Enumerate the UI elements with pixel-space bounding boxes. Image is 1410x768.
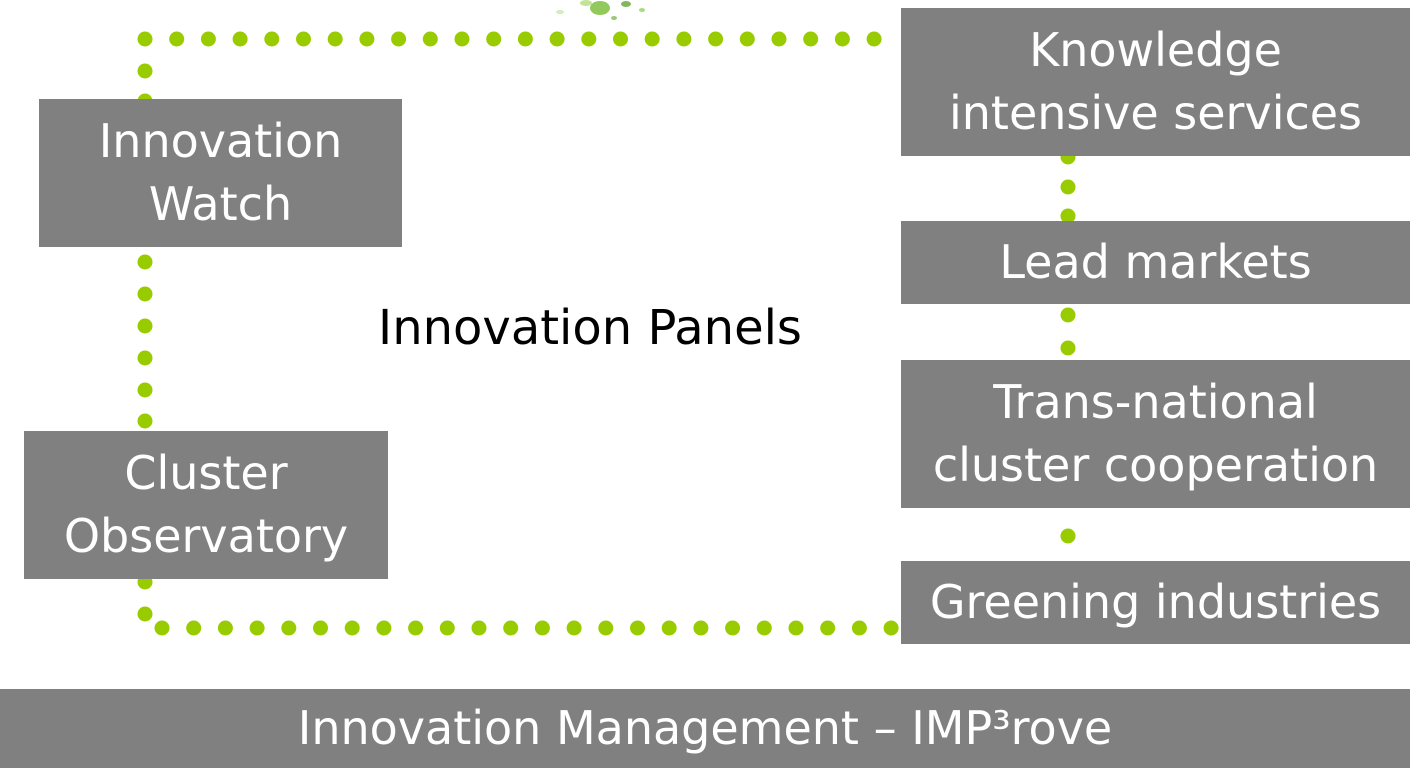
connector-dot bbox=[137, 63, 153, 79]
connector-dot bbox=[186, 620, 202, 636]
connector-dot bbox=[1060, 179, 1076, 195]
connector-dot bbox=[359, 31, 375, 47]
connector-dot bbox=[661, 620, 677, 636]
connector-dot bbox=[249, 620, 265, 636]
connector-dot bbox=[486, 31, 502, 47]
connector-dot bbox=[834, 31, 850, 47]
cluster-observatory-line2: Observatory bbox=[63, 509, 349, 563]
connector-dot bbox=[296, 31, 311, 47]
connector-dot bbox=[137, 350, 153, 366]
connector-dot bbox=[454, 31, 470, 47]
connector-dot bbox=[439, 620, 455, 636]
connector-dot bbox=[534, 620, 550, 636]
knowledge-intensive-services-line1: Knowledge bbox=[1029, 23, 1282, 77]
connector-dot bbox=[644, 31, 660, 47]
connector-dot bbox=[549, 31, 565, 47]
connector-dot bbox=[422, 31, 438, 47]
cluster-observatory-box: Cluster Observatory bbox=[24, 431, 388, 579]
connector-dot bbox=[866, 31, 882, 47]
connector-dot bbox=[788, 620, 804, 636]
greening-industries-box: Greening industries bbox=[901, 561, 1410, 644]
knowledge-intensive-services-line2: intensive services bbox=[948, 86, 1363, 140]
connector-dot bbox=[517, 31, 533, 47]
connector-dot bbox=[503, 620, 519, 636]
connector-dot bbox=[851, 620, 867, 636]
connector-dot bbox=[281, 620, 297, 636]
innovation-watch-line2: Watch bbox=[148, 177, 293, 231]
trans-national-cluster-cooperation-box: Trans-national cluster cooperation bbox=[901, 360, 1410, 508]
connector-dot bbox=[137, 31, 153, 47]
connector-dot bbox=[613, 31, 628, 47]
connector-dot bbox=[630, 620, 645, 636]
connector-dot bbox=[137, 413, 153, 429]
connector-dot bbox=[1060, 208, 1076, 224]
knowledge-intensive-services-box: Knowledge intensive services bbox=[901, 8, 1410, 156]
connector-dot bbox=[344, 620, 360, 636]
innovation-management-label: Innovation Management – IMP³rove bbox=[297, 701, 1113, 755]
connector-dot bbox=[137, 254, 153, 270]
connector-dot bbox=[313, 620, 328, 636]
connector-dot bbox=[756, 620, 772, 636]
connector-dot bbox=[725, 620, 741, 636]
connector-dot bbox=[676, 31, 692, 47]
connector-dot bbox=[598, 620, 614, 636]
connector-dot bbox=[169, 31, 185, 47]
lead-markets-line1: Lead markets bbox=[999, 235, 1312, 289]
connector-dot bbox=[820, 620, 836, 636]
connector-dot bbox=[803, 31, 819, 47]
cluster-observatory-line1: Cluster bbox=[124, 446, 288, 500]
connector-dot bbox=[137, 606, 153, 622]
connector-dot bbox=[883, 620, 899, 636]
connector-dot bbox=[137, 286, 153, 302]
innovation-watch-line1: Innovation bbox=[98, 114, 343, 168]
connector-dot bbox=[376, 620, 392, 636]
connector-dot bbox=[200, 31, 216, 47]
connector-dot bbox=[1060, 340, 1076, 356]
connector-dot bbox=[771, 31, 787, 47]
lead-markets-box: Lead markets bbox=[901, 221, 1410, 304]
connector-dot bbox=[693, 620, 709, 636]
connector-dot bbox=[327, 31, 343, 47]
trans-national-cluster-cooperation-line1: Trans-national bbox=[993, 375, 1318, 429]
connector-dot bbox=[137, 318, 153, 334]
connector-dot bbox=[1060, 307, 1076, 323]
connector-dot bbox=[391, 31, 407, 47]
connector-dot bbox=[217, 620, 233, 636]
greening-industries-line1: Greening industries bbox=[929, 575, 1382, 629]
connector-dot bbox=[408, 620, 424, 636]
trans-national-cluster-cooperation-line2: cluster cooperation bbox=[932, 438, 1379, 492]
green-leaf-icon bbox=[556, 0, 645, 20]
connector-dot bbox=[232, 31, 248, 47]
connector-dot bbox=[264, 31, 280, 47]
innovation-watch-box: Innovation Watch bbox=[39, 99, 402, 247]
connector-dot bbox=[137, 382, 153, 398]
innovation-panels-label: Innovation Panels bbox=[378, 300, 802, 356]
connector-dot bbox=[581, 31, 597, 47]
connector-dot bbox=[739, 31, 755, 47]
connector-dot bbox=[154, 620, 170, 636]
connector-dot bbox=[471, 620, 487, 636]
innovation-management-bar: Innovation Management – IMP³rove bbox=[0, 689, 1410, 768]
connector-dot bbox=[708, 31, 724, 47]
connector-dot bbox=[1060, 528, 1076, 544]
connector-dot bbox=[566, 620, 582, 636]
